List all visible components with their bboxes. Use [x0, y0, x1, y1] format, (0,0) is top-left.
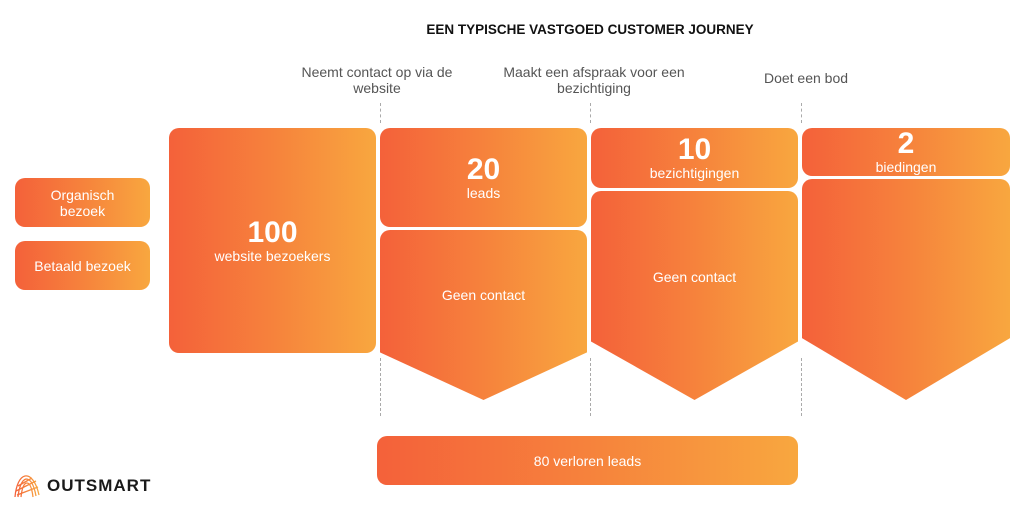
stage-label: biedingen: [875, 159, 937, 175]
stage-number: 20: [466, 152, 501, 186]
page-title: EEN TYPISCHE VASTGOED CUSTOMER JOURNEY: [426, 22, 754, 37]
stage-label: website bezoekers: [214, 247, 331, 264]
dropoff-viewings: Geen contact: [591, 191, 798, 400]
divider: [380, 358, 381, 416]
step-label-appointment: Maakt een afspraak voor een bezichtiging: [503, 64, 685, 96]
divider: [380, 103, 381, 123]
step-label-contact: Neemt contact op via de website: [301, 64, 453, 96]
stage-label: leads: [466, 184, 501, 201]
divider: [590, 103, 591, 123]
stage-visitors: 100 website bezoekers: [169, 128, 376, 353]
step-label-bid: Doet een bod: [763, 70, 849, 86]
outsmart-logo-text: OUTSMART: [47, 476, 152, 495]
dropoff-bids: [802, 179, 1010, 400]
outsmart-logo-icon: [12, 471, 42, 501]
dropoff-label: Geen contact: [652, 269, 737, 285]
lost-leads-bar: 80 verloren leads: [377, 436, 798, 485]
source-paid: Betaald bezoek: [15, 241, 150, 290]
dropoff-label: Geen contact: [441, 287, 526, 303]
stage-number: 2: [897, 127, 915, 160]
divider: [801, 103, 802, 123]
divider: [590, 358, 591, 416]
stage-number: 10: [677, 133, 712, 166]
stage-viewings: 10 bezichtigingen: [591, 128, 798, 188]
source-organic-label: Organisch bezoek: [50, 186, 115, 219]
source-paid-label: Betaald bezoek: [34, 257, 131, 274]
dropoff-leads: Geen contact: [380, 230, 587, 400]
stage-leads: 20 leads: [380, 128, 587, 227]
stage-label: bezichtigingen: [649, 165, 740, 181]
source-organic: Organisch bezoek: [15, 178, 150, 227]
divider: [801, 358, 802, 416]
stage-number: 100: [247, 215, 298, 249]
stage-bids: 2 biedingen: [802, 128, 1010, 176]
lost-leads-label: 80 verloren leads: [533, 452, 642, 469]
